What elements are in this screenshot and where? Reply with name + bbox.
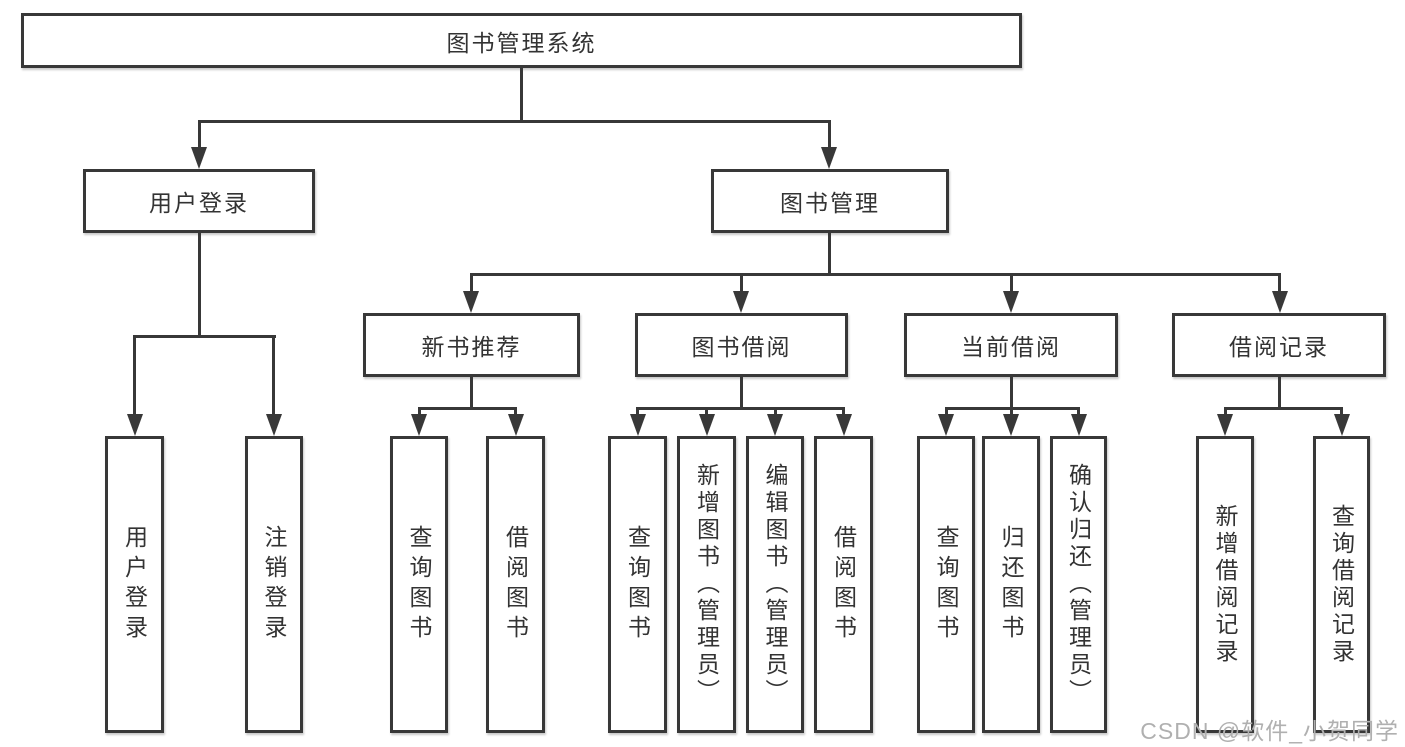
- node-book-mgmt-label: 图书管理: [780, 190, 880, 216]
- leaf-borrowing-edit-admin: 编辑图书（管理员）: [746, 436, 804, 733]
- leaf-current-confirm-admin: 确认归还（管理员）: [1050, 436, 1107, 733]
- edge-leaf-line: [636, 407, 639, 417]
- arrowhead-down-icon: [1334, 414, 1350, 436]
- edge-root-stem: [520, 68, 523, 120]
- leaf-label: 查询图书: [406, 524, 432, 645]
- leaf-records-query: 查询借阅记录: [1313, 436, 1370, 733]
- arrowhead-down-icon: [463, 291, 479, 313]
- arrowhead-down-icon: [1272, 291, 1288, 313]
- edge-user-login-stem: [198, 233, 201, 335]
- leaf-current-return: 归还图书: [982, 436, 1040, 733]
- leaf-current-query: 查询图书: [917, 436, 975, 733]
- leaf-label: 查询图书: [624, 524, 651, 645]
- leaf-borrowing-borrow: 借阅图书: [814, 436, 873, 733]
- leaf-newbooks-borrow: 借阅图书: [486, 436, 545, 733]
- arrowhead-down-icon: [1003, 414, 1019, 436]
- leaf-label: 新增借阅记录: [1212, 503, 1238, 666]
- edge-leaf-line: [418, 407, 421, 417]
- leaf-label: 编辑图书（管理员）: [762, 463, 788, 706]
- edge-leaf-line: [774, 407, 777, 417]
- edge-new-books-crossbar: [418, 407, 517, 410]
- arrowhead-down-icon: [821, 147, 837, 169]
- arrowhead-down-icon: [1003, 291, 1019, 313]
- edge-user-login-crossbar: [133, 335, 276, 338]
- edge-book-mgmt-stem: [828, 233, 831, 273]
- csdn-watermark: CSDN @软件_小贺同学: [1140, 718, 1399, 744]
- edge-to-user-login: [198, 120, 201, 150]
- arrowhead-down-icon: [733, 291, 749, 313]
- node-borrow-records: 借阅记录: [1172, 313, 1386, 377]
- node-current-borrow-label: 当前借阅: [961, 334, 1061, 360]
- edge-to-leaf-login: [133, 335, 136, 416]
- arrowhead-down-icon: [630, 414, 646, 436]
- leaf-label: 查询借阅记录: [1328, 503, 1355, 666]
- edge-leaf-line: [1340, 407, 1343, 417]
- arrowhead-down-icon: [699, 414, 715, 436]
- edge-root-crossbar: [198, 120, 831, 123]
- leaf-label: 借阅图书: [502, 524, 529, 645]
- leaf-label: 确认归还（管理员）: [1065, 463, 1092, 706]
- leaf-newbooks-query: 查询图书: [390, 436, 448, 733]
- leaf-records-add: 新增借阅记录: [1196, 436, 1254, 733]
- node-current-borrow: 当前借阅: [904, 313, 1118, 377]
- edge-records-stem: [1278, 377, 1281, 407]
- arrowhead-down-icon: [1217, 414, 1233, 436]
- edge-to-book-mgmt: [828, 120, 831, 150]
- arrowhead-down-icon: [191, 147, 207, 169]
- edge-leaf-line: [1077, 407, 1080, 417]
- edge-leaf-line: [705, 407, 708, 417]
- edge-to-leaf-logout: [272, 335, 275, 416]
- node-new-books-label: 新书推荐: [421, 334, 522, 360]
- arrowhead-down-icon: [767, 414, 783, 436]
- leaf-logout: 注销登录: [245, 436, 303, 733]
- leaf-label: 新增图书（管理员）: [693, 463, 720, 706]
- arrowhead-down-icon: [411, 414, 427, 436]
- edge-leaf-line: [842, 407, 845, 417]
- edge-leaf-line: [514, 407, 517, 417]
- arrowhead-down-icon: [836, 414, 852, 436]
- arrowhead-down-icon: [266, 414, 282, 436]
- arrowhead-down-icon: [508, 414, 524, 436]
- node-borrowing-label: 图书借阅: [691, 334, 792, 360]
- leaf-user-login: 用户登录: [105, 436, 164, 733]
- edge-to-current: [1010, 273, 1013, 293]
- node-book-mgmt: 图书管理: [711, 169, 949, 233]
- edge-to-new-books: [470, 273, 473, 293]
- node-user-login-label: 用户登录: [149, 190, 249, 216]
- arrowhead-down-icon: [938, 414, 954, 436]
- node-borrowing: 图书借阅: [635, 313, 848, 377]
- leaf-label: 归还图书: [998, 524, 1024, 645]
- edge-leaf-line: [1010, 407, 1013, 417]
- edge-to-borrowing: [740, 273, 743, 293]
- edge-leaf-line: [1224, 407, 1227, 417]
- arrowhead-down-icon: [127, 414, 143, 436]
- edge-borrowing-crossbar: [636, 407, 845, 410]
- node-root-label: 图书管理系统: [446, 29, 597, 56]
- leaf-label: 注销登录: [261, 524, 287, 645]
- node-borrow-records-label: 借阅记录: [1229, 334, 1329, 360]
- edge-to-records: [1278, 273, 1281, 293]
- leaf-label: 借阅图书: [830, 524, 857, 645]
- node-new-books: 新书推荐: [363, 313, 580, 377]
- leaf-label: 查询图书: [933, 524, 959, 645]
- leaf-label: 用户登录: [121, 524, 148, 645]
- node-root: 图书管理系统: [21, 13, 1022, 68]
- leaf-borrowing-add-admin: 新增图书（管理员）: [677, 436, 736, 733]
- node-user-login: 用户登录: [83, 169, 315, 233]
- arrowhead-down-icon: [1071, 414, 1087, 436]
- edge-borrowing-stem: [740, 377, 743, 407]
- edge-records-crossbar: [1224, 407, 1343, 410]
- edge-current-stem: [1010, 377, 1013, 407]
- edge-new-books-stem: [470, 377, 473, 407]
- edge-book-mgmt-crossbar: [470, 273, 1281, 276]
- edge-leaf-line: [945, 407, 948, 417]
- leaf-borrowing-query: 查询图书: [608, 436, 667, 733]
